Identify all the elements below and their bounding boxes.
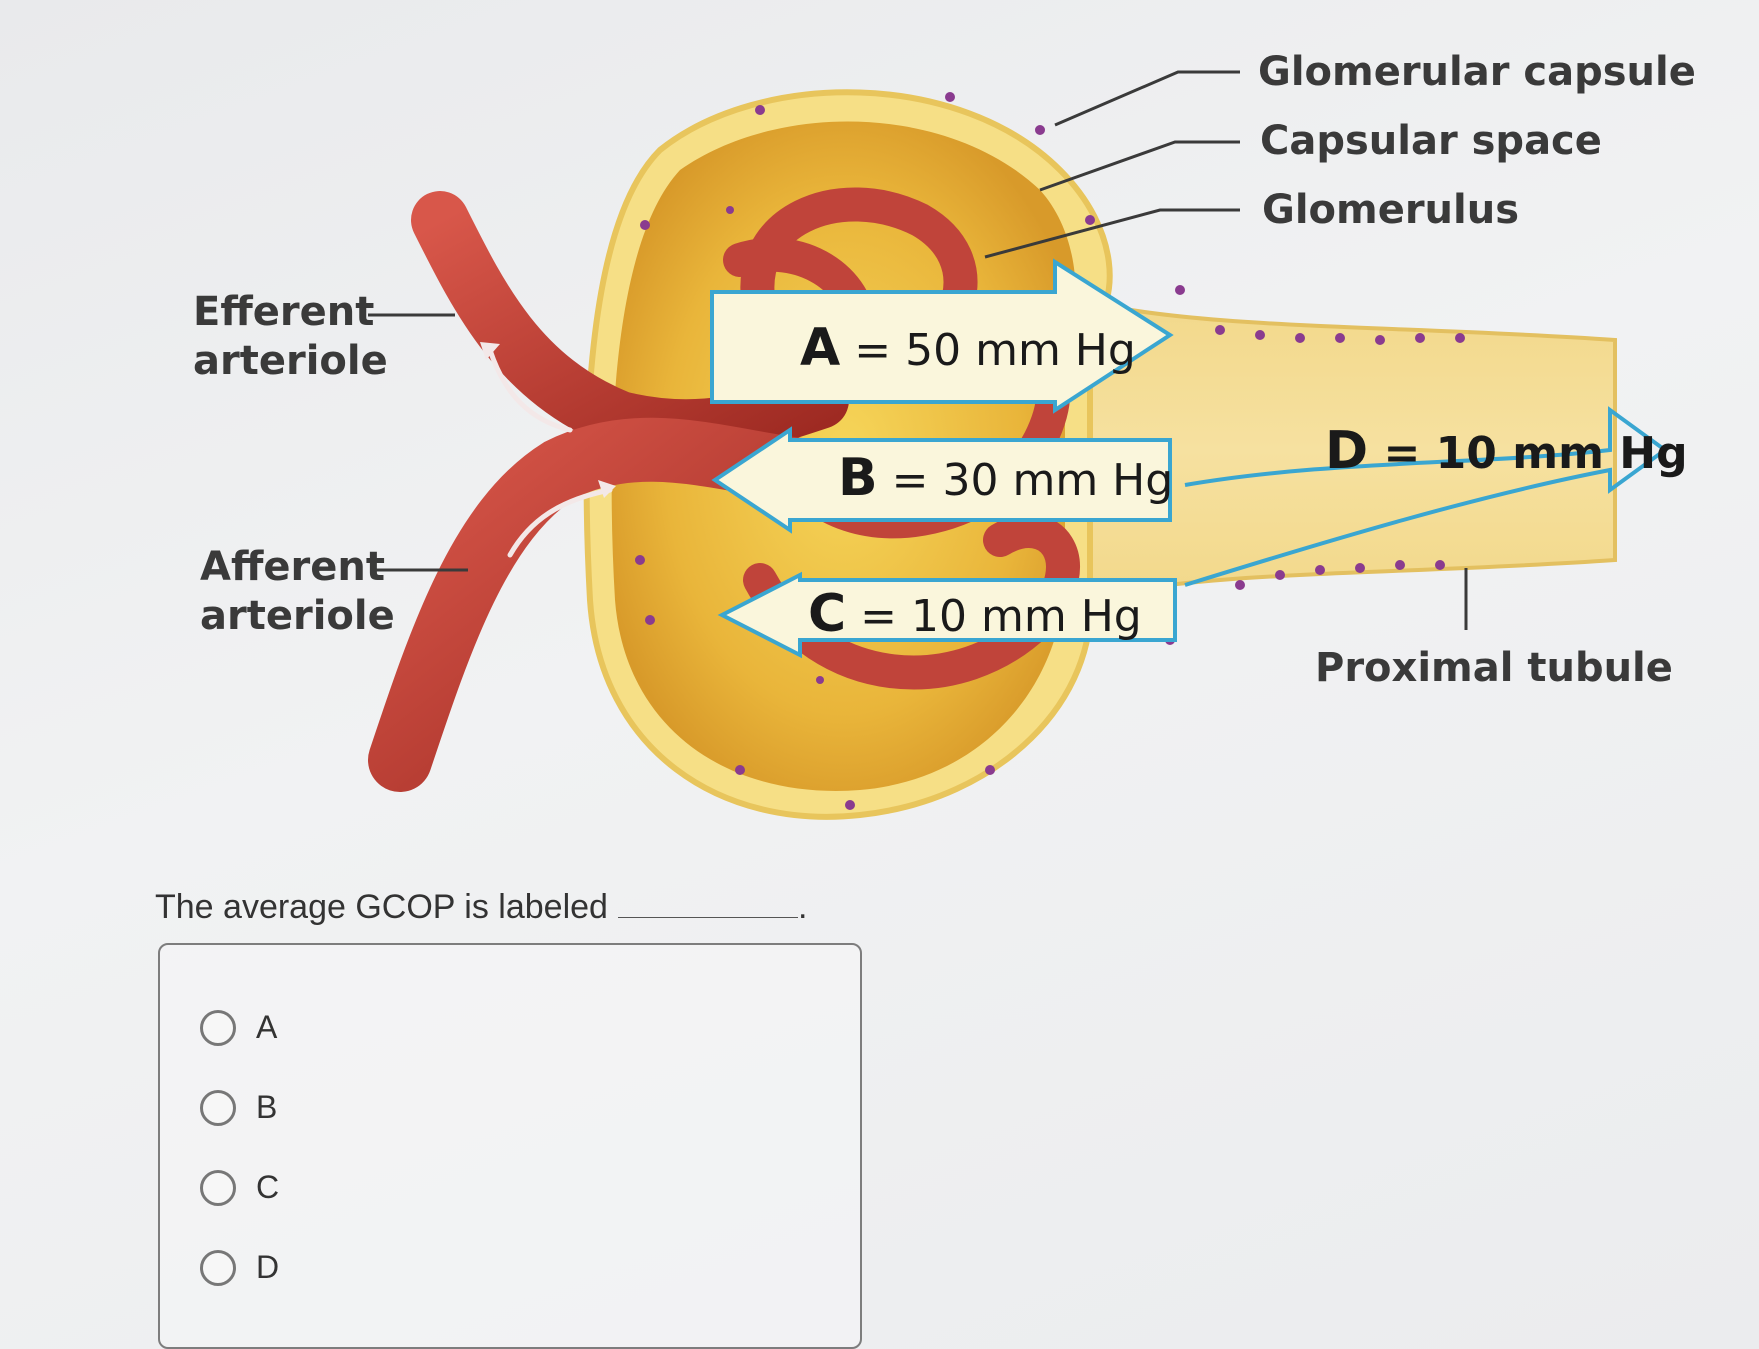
pressure-arrow-a: [710, 258, 1174, 414]
question-prompt: The average GCOP is labeled.: [155, 888, 807, 927]
pressure-a-letter: A: [800, 318, 841, 378]
pressure-arrow-d: [1184, 406, 1669, 587]
pressure-arrow-b: [711, 426, 1172, 534]
efferent-arteriole-label: Efferent arteriole: [193, 289, 388, 384]
option-c[interactable]: C: [200, 1169, 279, 1206]
option-c-radio[interactable]: [200, 1169, 236, 1206]
pressure-b-label: B = 30 mm Hg: [838, 448, 1173, 508]
answer-blank: [617, 889, 798, 918]
pressure-d-label: D = 10 mm Hg: [1325, 421, 1688, 481]
option-b[interactable]: B: [200, 1089, 277, 1126]
pressure-b-value: = 30 mm Hg: [891, 455, 1174, 506]
option-d[interactable]: D: [200, 1249, 279, 1286]
pressure-a-value: = 50 mm Hg: [854, 325, 1136, 376]
pressure-arrow-c: [717, 571, 1177, 659]
question-text: The average GCOP is labeled: [155, 888, 608, 926]
glomerulus-label: Glomerulus: [1262, 187, 1520, 233]
proximal-tubule-label: Proximal tubule: [1315, 645, 1673, 691]
blood-flow-arrowheads: [480, 342, 616, 498]
glomerulus-diagram: [368, 70, 1669, 820]
pressure-c-letter: C: [808, 584, 847, 644]
pressure-c-value: = 10 mm Hg: [860, 591, 1142, 642]
option-a-label: A: [256, 1009, 278, 1045]
pressure-d-value: = 10 mm Hg: [1383, 428, 1688, 479]
option-a-radio[interactable]: [200, 1009, 236, 1046]
pressure-c-label: C = 10 mm Hg: [808, 584, 1142, 644]
leader-lines: [368, 70, 1468, 630]
pressure-b-letter: B: [838, 448, 878, 508]
pressure-a-label: A = 50 mm Hg: [800, 318, 1136, 378]
option-d-radio[interactable]: [200, 1249, 236, 1286]
capsular-space-label: Capsular space: [1260, 118, 1602, 164]
option-c-label: C: [256, 1169, 280, 1205]
pressure-d-letter: D: [1325, 421, 1369, 481]
answer-options-box: A B C D: [158, 943, 862, 1349]
proximal-tubule-shape: [1078, 297, 1617, 603]
option-b-label: B: [256, 1089, 278, 1125]
afferent-arteriole-label: Afferent arteriole: [200, 544, 395, 639]
option-b-radio[interactable]: [200, 1089, 236, 1126]
cell-nuclei: [635, 92, 1465, 810]
glomerular-capsule-label: Glomerular capsule: [1258, 49, 1696, 95]
question-suffix: .: [797, 888, 808, 926]
afferent-arteriole-vessel: [368, 417, 832, 792]
option-a[interactable]: A: [200, 1009, 277, 1046]
option-d-label: D: [256, 1249, 280, 1285]
blood-flow-arrows: [487, 347, 613, 558]
